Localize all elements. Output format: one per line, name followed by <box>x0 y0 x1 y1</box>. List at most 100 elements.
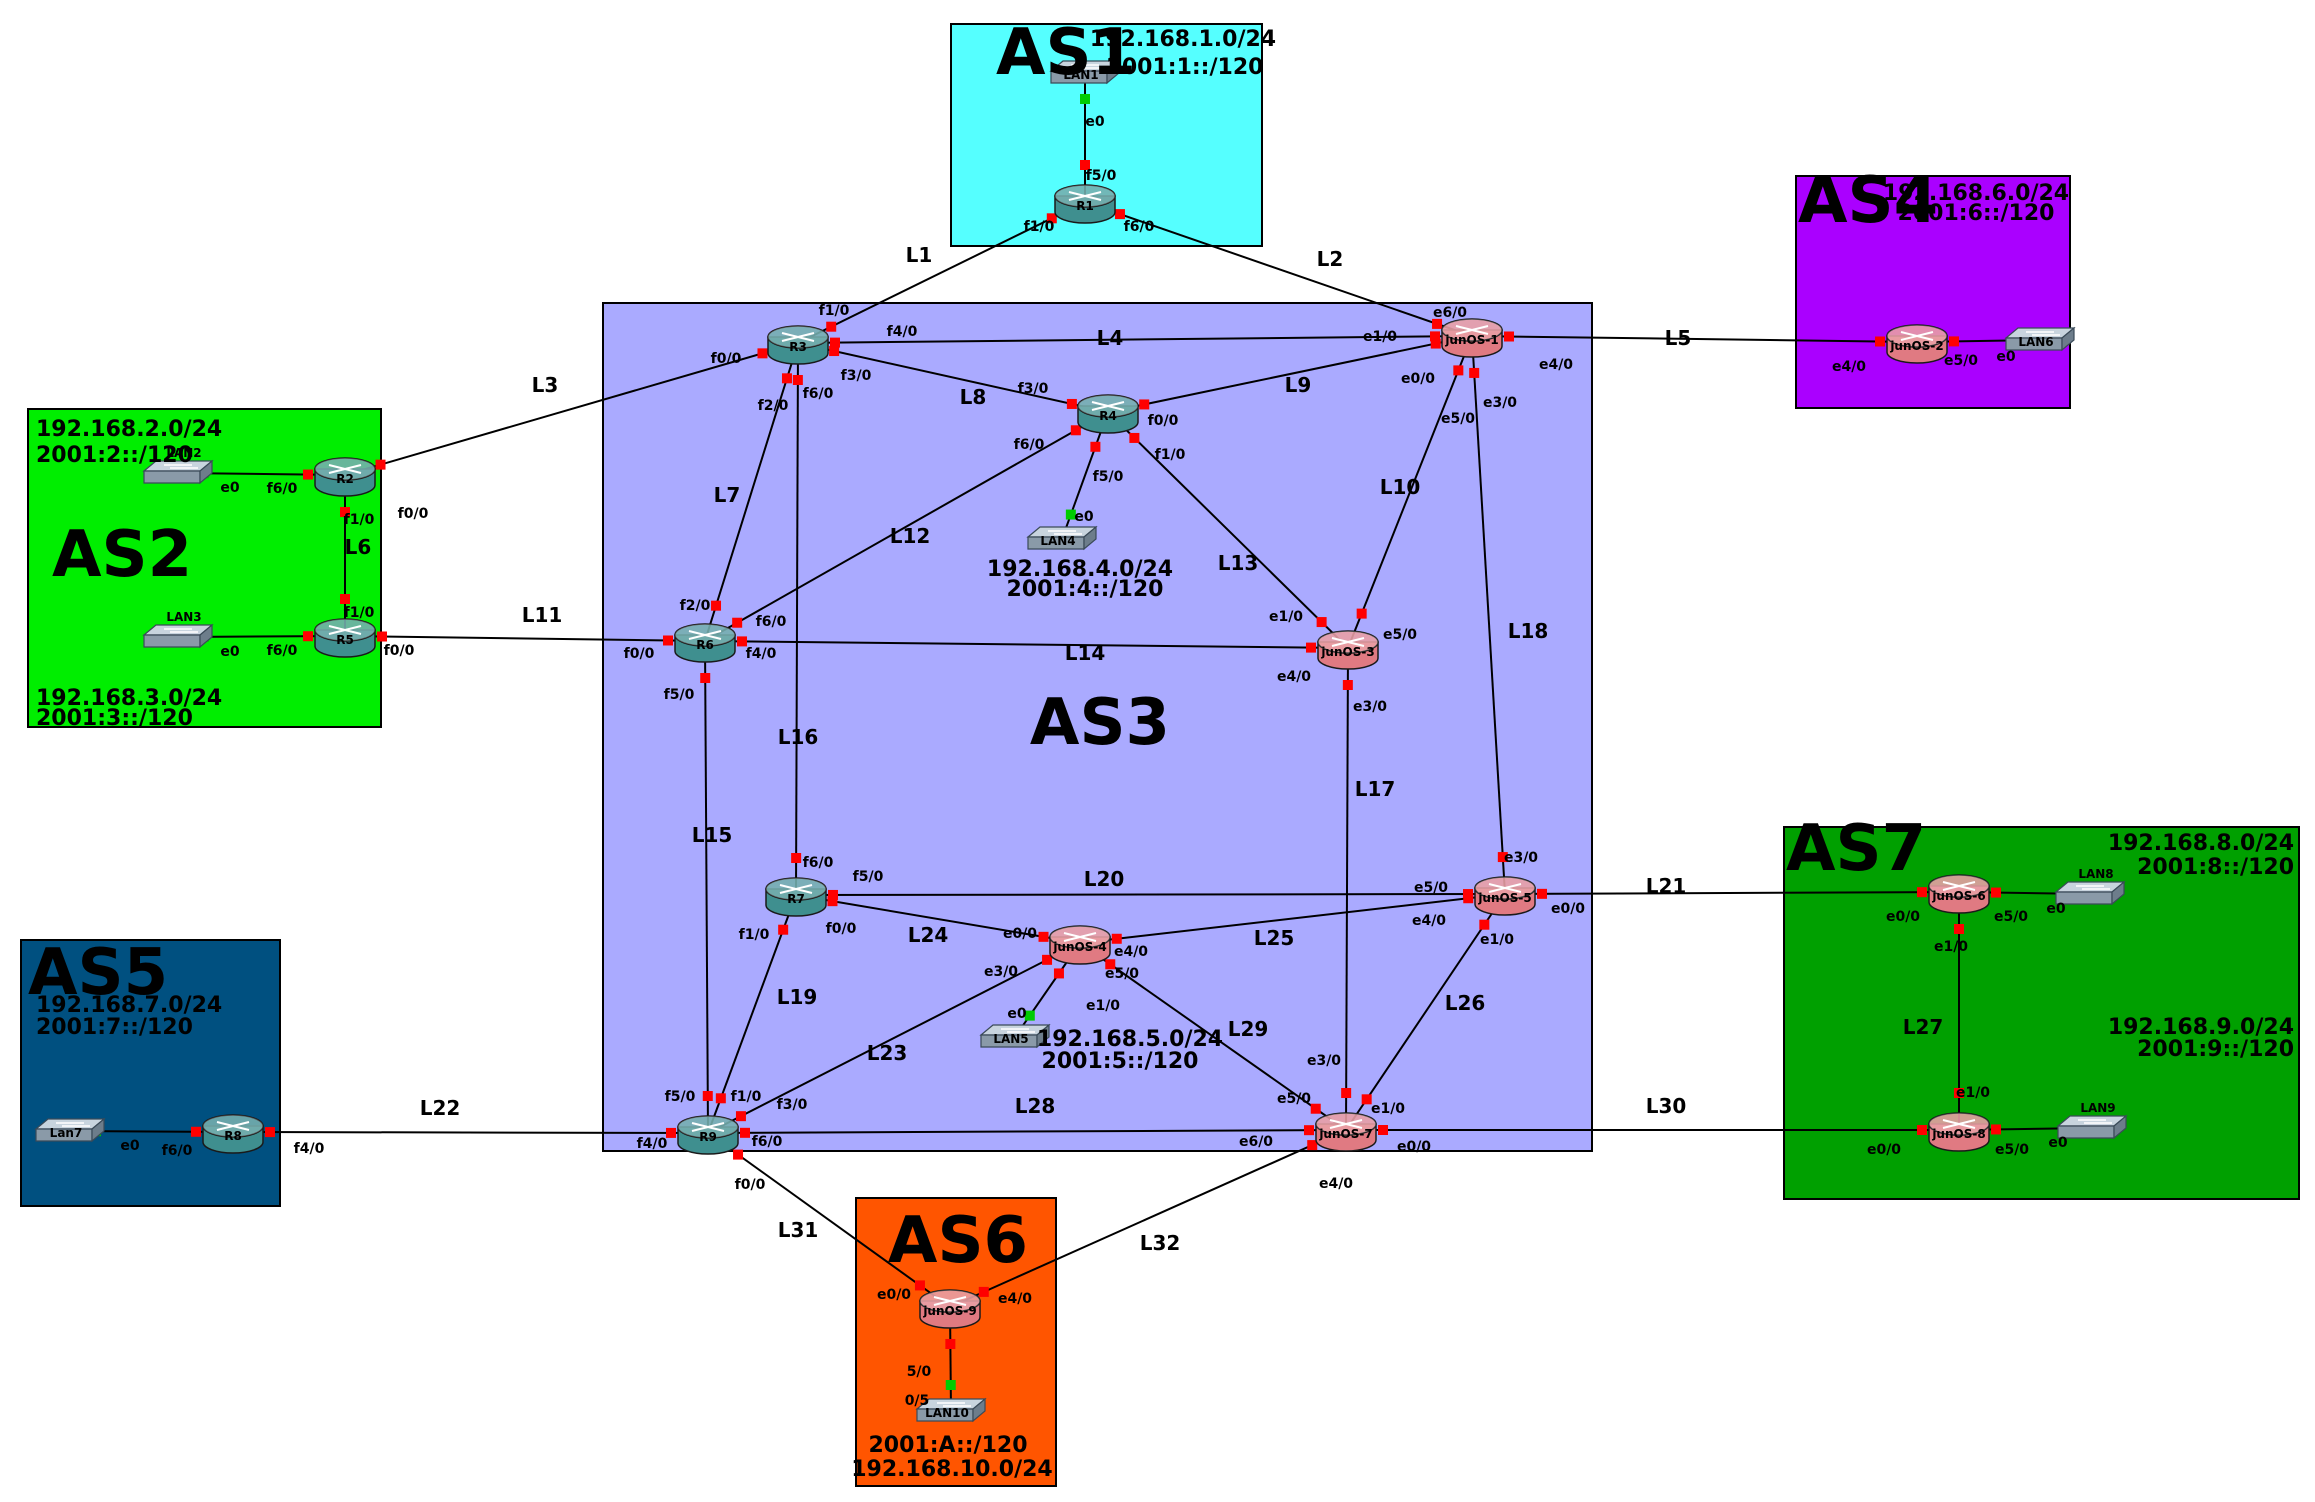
device-label-lan8: LAN8 <box>2078 867 2113 881</box>
router-j8[interactable] <box>1928 1112 1990 1152</box>
as6-title: AS6 <box>888 1204 1028 1278</box>
router-j9[interactable] <box>919 1289 981 1329</box>
link-label-L1: L1 <box>906 243 933 267</box>
device-label-lan10: LAN10 <box>925 1406 969 1420</box>
link-L20 <box>795 893 1506 896</box>
interface-label-R8-f6-0: f6/0 <box>162 1143 193 1159</box>
interface-label-J7-e0-0: e0/0 <box>1397 1139 1431 1155</box>
router-r6[interactable] <box>674 623 736 663</box>
switch-lan1[interactable] <box>1049 59 1121 85</box>
switch-arrows-icon <box>2078 1119 2112 1124</box>
port-LAN5-e0 <box>1024 1010 1035 1021</box>
port-J6-e5-0 <box>1990 887 2001 898</box>
link-label-L13: L13 <box>1218 551 1259 575</box>
port-R6-f4-0 <box>736 636 747 647</box>
interface-label-J9-e4-0: e4/0 <box>998 1291 1032 1307</box>
link-L15 <box>704 640 709 1134</box>
interface-label-LAN5-e0: e0 <box>1007 1006 1026 1022</box>
as1-title: AS1 <box>996 16 1136 90</box>
port-R4-f1-0 <box>1129 432 1140 443</box>
link-L12 <box>704 411 1109 642</box>
interface-label-R9-f6-0: f6/0 <box>752 1134 783 1150</box>
port-R7-f1-0 <box>778 924 789 935</box>
router-r1[interactable] <box>1054 184 1116 224</box>
router-j7[interactable] <box>1315 1112 1377 1152</box>
interface-label-J3-e3-0: e3/0 <box>1353 699 1387 715</box>
switch-lan3[interactable] <box>142 623 214 649</box>
router-j5[interactable] <box>1474 876 1536 916</box>
link-L23 <box>707 942 1081 1134</box>
interface-label-J9-e0-0: e0/0 <box>877 1287 911 1303</box>
switch-lan4[interactable] <box>1026 525 1098 551</box>
interface-label-R4-f6-0: f6/0 <box>1014 437 1045 453</box>
link-L8 <box>797 342 1109 413</box>
router-j6[interactable] <box>1928 874 1990 914</box>
router-r7[interactable] <box>765 877 827 917</box>
link-L21 <box>1504 891 1960 895</box>
switch-arrows-icon <box>2026 331 2060 336</box>
router-j4[interactable] <box>1049 925 1111 965</box>
router-r3[interactable] <box>767 325 829 365</box>
interface-label-J9-5-0: 5/0 <box>907 1364 932 1380</box>
device-label-lan7: Lan7 <box>50 1126 83 1140</box>
as5-network-1: 2001:7::/120 <box>36 1015 193 1040</box>
interface-label-J1-e0-0: e0/0 <box>1401 371 1435 387</box>
link-label-L6: L6 <box>345 535 372 559</box>
switch-lan2[interactable] <box>142 459 214 485</box>
port-R7-f0-0 <box>827 896 838 907</box>
interface-label-J5-e1-0: e1/0 <box>1480 932 1514 948</box>
port-J6-e1-0 <box>1954 924 1964 934</box>
port-R3-f4-0 <box>829 337 840 348</box>
router-j3[interactable] <box>1317 630 1379 670</box>
switch-lan7[interactable] <box>34 1117 106 1143</box>
interface-label-J6-e0-0: e0/0 <box>1886 909 1920 925</box>
as7-network-1: 2001:8::/120 <box>2137 855 2294 880</box>
device-label-r3: R3 <box>789 340 807 354</box>
interface-label-LAN6-e0: e0 <box>1996 349 2015 365</box>
interface-label-R8-f4-0: f4/0 <box>294 1141 325 1157</box>
router-r5[interactable] <box>314 618 376 658</box>
device-label-lan1: LAN1 <box>1063 68 1098 82</box>
port-J5-e3-0 <box>1497 852 1508 863</box>
port-R3-f2-0 <box>781 373 792 384</box>
switch-lan6[interactable] <box>2004 326 2076 352</box>
switch-lan5[interactable] <box>979 1023 1051 1049</box>
port-R5-f1-0 <box>340 594 350 604</box>
router-r9[interactable] <box>677 1115 739 1155</box>
link-label-L14: L14 <box>1065 641 1106 665</box>
switch-lan10[interactable] <box>915 1397 987 1423</box>
interface-label-R7-f1-0: f1/0 <box>739 927 770 943</box>
as7-network-0: 192.168.8.0/24 <box>2108 831 2294 856</box>
interface-label-J4-e5-0: e5/0 <box>1105 966 1139 982</box>
interface-label-LAN7-e0: e0 <box>120 1138 139 1154</box>
interface-label-R3-f6-0: f6/0 <box>803 386 834 402</box>
port-R9-f0-0 <box>733 1149 744 1160</box>
port-J4-e3-0 <box>1042 954 1053 965</box>
router-r2[interactable] <box>314 457 376 497</box>
link-label-L10: L10 <box>1380 475 1421 499</box>
port-R4-f6-0 <box>1070 425 1081 436</box>
router-r8[interactable] <box>202 1114 264 1154</box>
switch-lan8[interactable] <box>2054 880 2126 906</box>
switch-lan9[interactable] <box>2056 1114 2128 1140</box>
router-r4[interactable] <box>1077 394 1139 434</box>
device-label-lan6: LAN6 <box>2018 335 2053 349</box>
interface-label-LAN9-e0: e0 <box>2048 1135 2067 1151</box>
port-J5-e1-0 <box>1479 919 1490 930</box>
port-J2-e4-0 <box>1875 336 1886 347</box>
device-label-j6: junOS-6 <box>1931 889 1985 903</box>
link-label-L23: L23 <box>867 1041 908 1065</box>
router-j1[interactable] <box>1441 318 1503 358</box>
device-label-r7: R7 <box>787 892 805 906</box>
interface-label-R3-f2-0: f2/0 <box>758 398 789 414</box>
interface-label-J5-e3-0: e3/0 <box>1504 850 1538 866</box>
as4-network-1: 2001:6::/120 <box>1898 201 2055 226</box>
interface-label-J5-e5-0: e5/0 <box>1414 880 1448 896</box>
device-label-j1: junOS-1 <box>1444 333 1498 347</box>
interface-label-J7-e6-0: e6/0 <box>1239 1134 1273 1150</box>
router-j2[interactable] <box>1886 324 1948 364</box>
interface-label-R7-f0-0: f0/0 <box>826 921 857 937</box>
interface-label-R9-f0-0: f0/0 <box>735 1177 766 1193</box>
lan5-network-1: 2001:5::/120 <box>1042 1049 1199 1074</box>
device-label-lan4: LAN4 <box>1040 534 1075 548</box>
